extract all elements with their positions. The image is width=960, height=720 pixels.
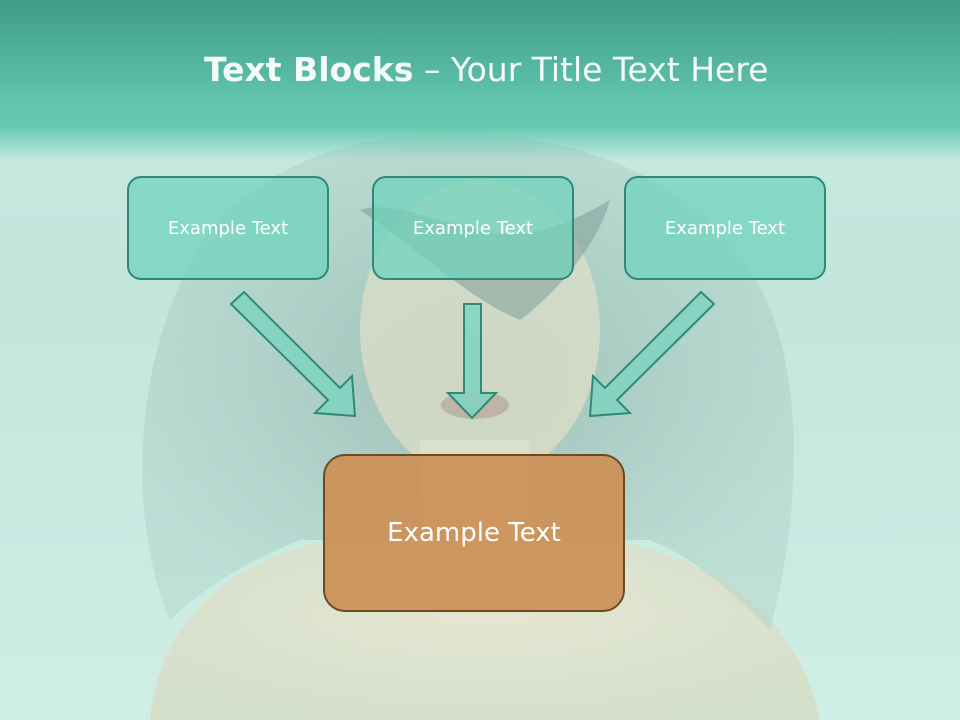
text-block-center-label: Example Text [412, 217, 534, 239]
text-block-right-label: Example Text [664, 217, 786, 239]
slide-title: Text Blocks – Your Title Text Here [204, 50, 769, 89]
target-text-block[interactable]: Example Text [323, 454, 625, 612]
arrow-down-icon [445, 303, 499, 420]
arrow-down-left-icon [588, 290, 716, 418]
text-block-left-label: Example Text [167, 217, 289, 239]
arrow-down-right-icon [229, 290, 357, 418]
title-separator: – [413, 50, 451, 89]
target-text-block-label: Example Text [387, 518, 561, 548]
title-bold: Text Blocks [204, 50, 414, 89]
header-band [0, 0, 960, 160]
text-block-center[interactable]: Example Text [372, 176, 574, 280]
text-block-right[interactable]: Example Text [624, 176, 826, 280]
text-block-left[interactable]: Example Text [127, 176, 329, 280]
title-rest: Your Title Text Here [450, 50, 769, 89]
